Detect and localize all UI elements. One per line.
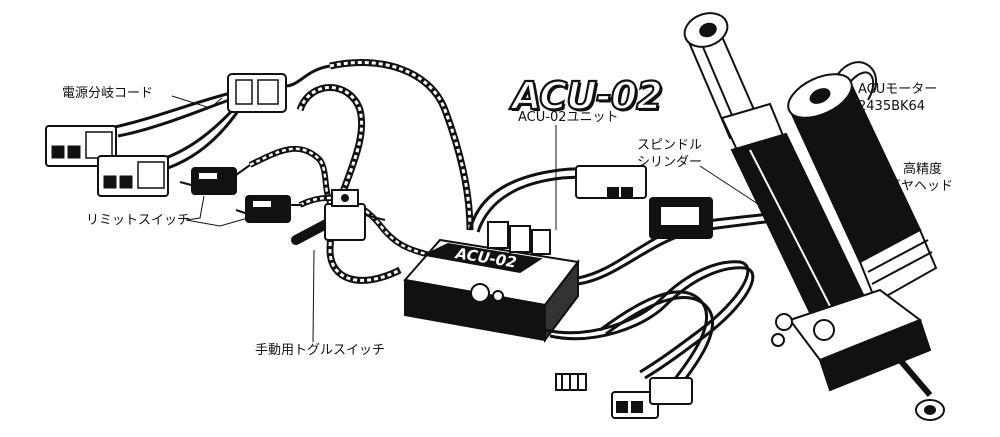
braided-harness <box>248 59 474 284</box>
limit-switch-1 <box>179 164 251 195</box>
label-gearhead-line1: 高精度 <box>903 162 943 177</box>
brand-title: ACU-02 <box>511 73 664 119</box>
bottom-connectors <box>555 373 693 419</box>
gear-head <box>858 228 938 304</box>
label-manual-toggle-switch: 手動用トグルスイッチ <box>255 343 386 358</box>
limit-switch-2 <box>235 195 302 223</box>
power-split-cord <box>45 64 331 197</box>
label-motor-line1: ACUモーター <box>858 82 938 97</box>
label-spindle-line2: シリンダー <box>637 155 703 170</box>
acu-motor <box>787 61 922 264</box>
acu02-unit <box>403 221 580 343</box>
leader-lines <box>171 95 905 343</box>
label-power-split-cord: 電源分岐コード <box>62 86 154 101</box>
label-acu02-unit: ACU-02ユニット <box>518 110 619 125</box>
label-gearhead-line2: ギヤヘッド <box>888 179 954 194</box>
label-spindle-line1: スピンドル <box>637 138 703 153</box>
cylinder-connector <box>649 197 713 239</box>
label-motor-line2: 2435BK64 <box>858 99 926 114</box>
unit-connector-top <box>575 165 647 199</box>
cylinder-mount <box>771 288 945 421</box>
spindle-cylinder <box>683 12 882 352</box>
label-limit-switch: リミットスイッチ <box>86 213 191 228</box>
toggle-switch <box>291 189 386 245</box>
